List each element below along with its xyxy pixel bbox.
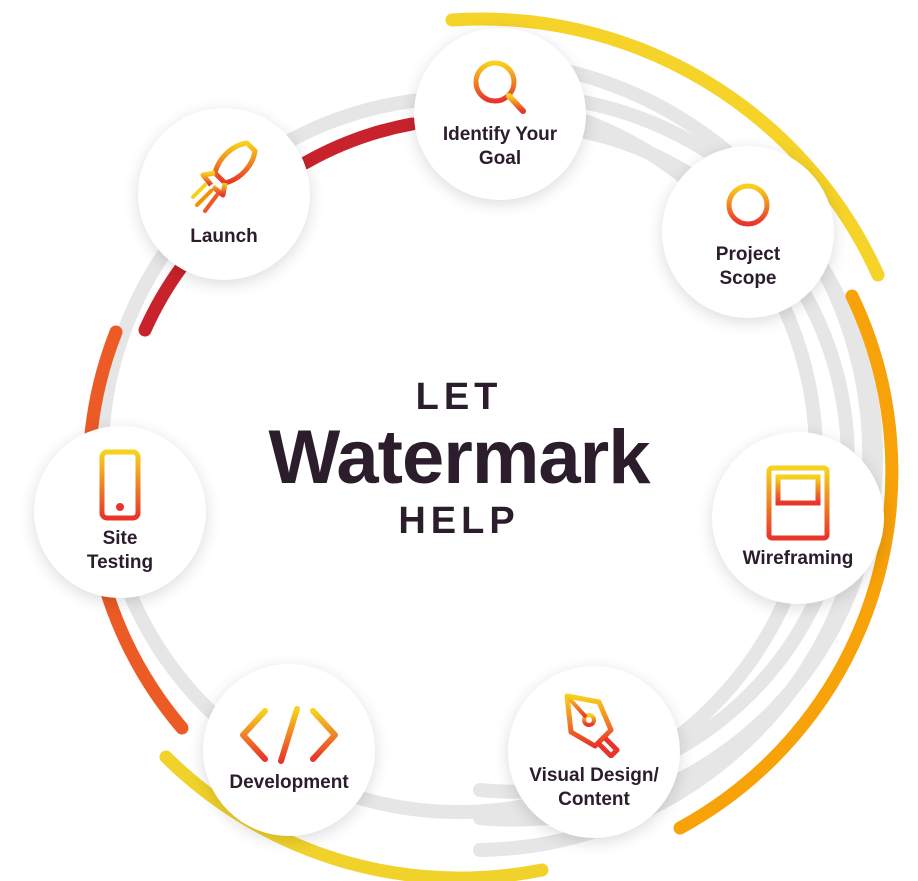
orange-arc <box>673 289 899 835</box>
step-label: Development <box>229 772 349 793</box>
code-brackets-icon <box>240 706 338 764</box>
mobile-phone-icon <box>99 449 141 521</box>
yellow-arc <box>159 750 549 881</box>
step-label: Visual Design/Content <box>529 765 659 810</box>
rocket-icon <box>191 140 258 213</box>
wireframe-document-icon <box>766 465 830 541</box>
magnifier-icon <box>473 60 526 114</box>
step-launch: Launch <box>138 108 310 280</box>
pen-nib-icon <box>564 693 620 758</box>
step-label: Wireframing <box>742 548 854 569</box>
step-visual-design: Visual Design/Content <box>508 666 680 838</box>
brand-name: Watermark <box>268 415 650 500</box>
center-line-help: HELP <box>398 500 520 542</box>
red-arc <box>298 117 419 170</box>
step-development: Development <box>203 664 375 836</box>
crosshair-icon <box>703 173 793 237</box>
step-label: Launch <box>190 226 258 247</box>
yellow-arc <box>445 12 885 282</box>
center-line-let: LET <box>415 376 503 418</box>
step-wireframing: Wireframing <box>712 432 884 604</box>
